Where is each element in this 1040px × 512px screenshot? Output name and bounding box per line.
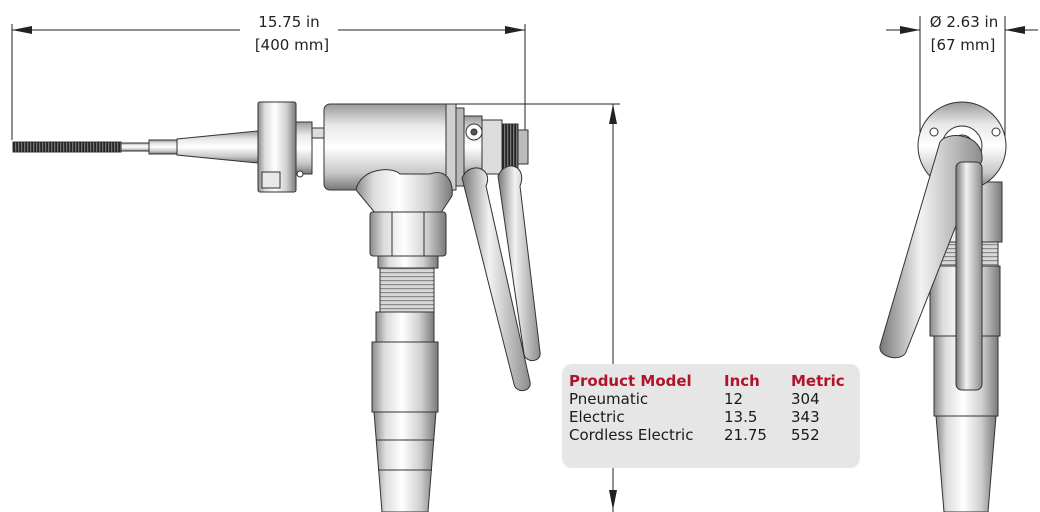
table-row: Electric 13.5 343: [569, 408, 851, 426]
cell-metric: 343: [791, 408, 820, 426]
grip-sleeve: [379, 267, 435, 313]
length-inch-label: 15.75 in: [258, 13, 319, 31]
length-dimension: [11, 24, 526, 150]
tool-end-view: [879, 101, 1007, 512]
hex-nut: [369, 211, 447, 257]
lever-front: [461, 167, 531, 391]
header-product-model: Product Model: [569, 372, 692, 390]
cell-model: Electric: [569, 408, 625, 426]
table-row: Cordless Electric 21.75 552: [569, 426, 851, 444]
cell-inch: 12: [724, 390, 744, 408]
arrowhead-up: [609, 104, 617, 124]
arrowhead-dia-right: [1005, 26, 1025, 34]
arrowhead-dia-left: [900, 26, 920, 34]
diameter-inch-label: Ø 2.63 in: [930, 13, 998, 31]
lever-rear: [497, 165, 541, 361]
header-inch: Inch: [724, 372, 760, 390]
cell-inch: 13.5: [724, 408, 758, 426]
cell-model: Cordless Electric: [569, 426, 694, 444]
table-row: Pneumatic 12 304: [569, 390, 851, 408]
arrowhead-left: [12, 26, 32, 34]
cell-metric: 552: [791, 426, 820, 444]
tool-side-view: [12, 101, 541, 512]
cell-inch: 21.75: [724, 426, 767, 444]
length-mm-label: [400 mm]: [255, 36, 329, 54]
cell-model: Pneumatic: [569, 390, 649, 408]
ratchet-gear: [501, 123, 519, 171]
cell-metric: 304: [791, 390, 820, 408]
diameter-mm-label: [67 mm]: [931, 36, 996, 54]
arrowhead-right: [505, 26, 525, 34]
table-header-row: Product Model Inch Metric: [569, 372, 851, 390]
threaded-rod: [12, 141, 122, 153]
header-metric: Metric: [791, 372, 845, 390]
arrowhead-down: [609, 490, 617, 510]
spec-grid: Product Model Inch Metric Pneumatic 12 3…: [569, 372, 851, 444]
product-length-table: Product Model Inch Metric Pneumatic 12 3…: [562, 364, 860, 468]
